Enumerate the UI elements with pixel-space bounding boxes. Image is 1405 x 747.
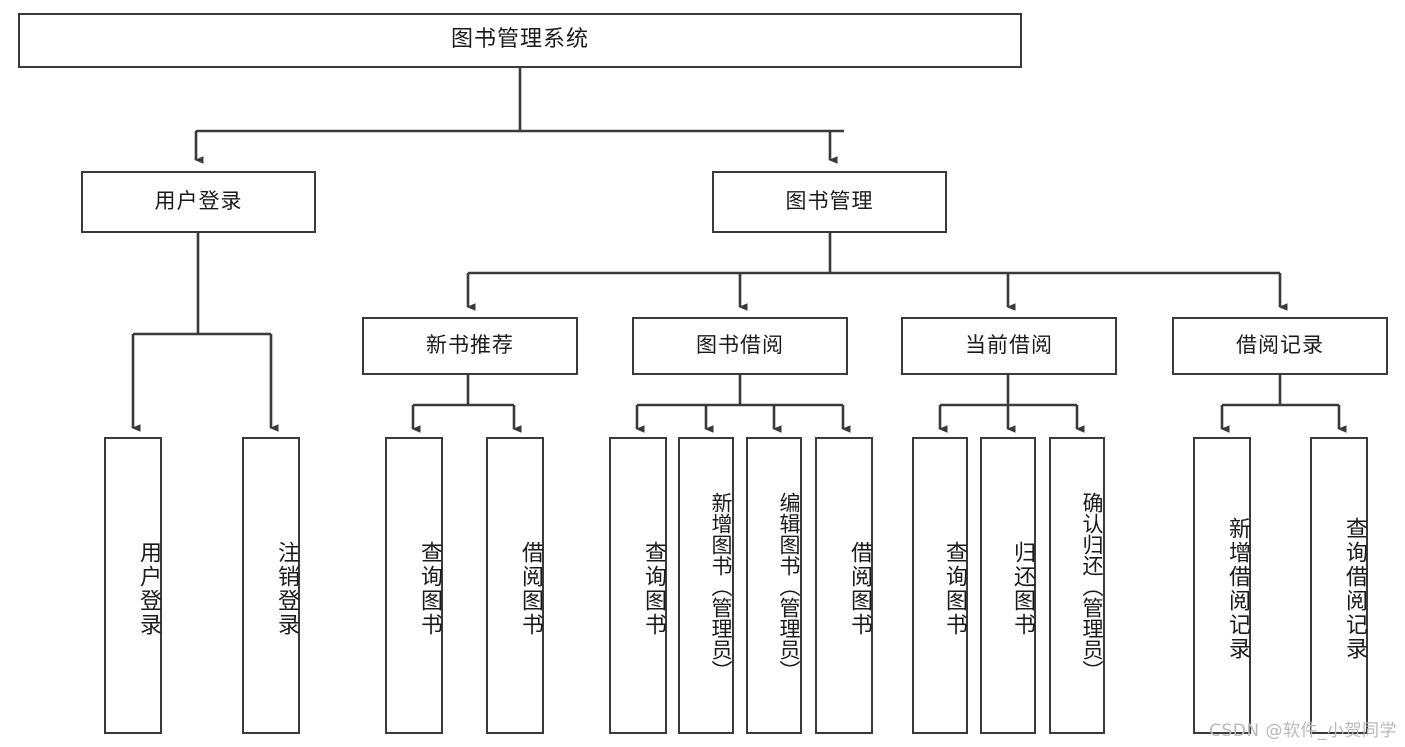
node-leaf-borrow-book-2-label: 借阅图书	[847, 540, 872, 637]
node-leaf-user-login-label: 用户登录	[136, 540, 161, 637]
node-user-login[interactable]: 用户登录	[81, 171, 316, 233]
node-leaf-query-book-2[interactable]: 查询图书	[609, 437, 667, 734]
node-leaf-borrow-book-1[interactable]: 借阅图书	[486, 437, 544, 734]
node-leaf-query-book-2-label: 查询图书	[641, 540, 666, 637]
node-leaf-query-record[interactable]: 查询借阅记录	[1310, 437, 1368, 734]
node-book-manage-label: 图书管理	[785, 189, 874, 214]
node-leaf-confirm-return-label: 确认归还（管理员）	[1080, 492, 1104, 681]
node-book-borrow[interactable]: 图书借阅	[632, 317, 848, 375]
node-borrow-record-label: 借阅记录	[1236, 333, 1324, 358]
node-leaf-borrow-book-1-label: 借阅图书	[518, 540, 543, 637]
node-leaf-add-record[interactable]: 新增借阅记录	[1193, 437, 1251, 734]
node-leaf-edit-book[interactable]: 编辑图书（管理员）	[746, 437, 802, 734]
node-book-borrow-label: 图书借阅	[696, 333, 784, 358]
node-leaf-confirm-return[interactable]: 确认归还（管理员）	[1049, 437, 1105, 734]
node-current-borrow[interactable]: 当前借阅	[901, 317, 1117, 375]
node-new-book-recommend-label: 新书推荐	[426, 333, 514, 358]
node-leaf-add-book-label: 新增图书（管理员）	[709, 492, 733, 681]
node-user-login-label: 用户登录	[154, 189, 243, 214]
node-book-manage[interactable]: 图书管理	[712, 171, 947, 233]
node-leaf-add-book[interactable]: 新增图书（管理员）	[678, 437, 734, 734]
node-borrow-record[interactable]: 借阅记录	[1172, 317, 1388, 375]
node-leaf-query-book-1[interactable]: 查询图书	[385, 437, 443, 734]
node-leaf-edit-book-label: 编辑图书（管理员）	[777, 492, 801, 681]
node-leaf-return-book-label: 归还图书	[1010, 540, 1035, 637]
node-leaf-query-book-3-label: 查询图书	[942, 540, 967, 637]
node-current-borrow-label: 当前借阅	[965, 333, 1053, 358]
node-new-book-recommend[interactable]: 新书推荐	[362, 317, 578, 375]
node-leaf-user-login[interactable]: 用户登录	[104, 437, 162, 734]
node-root[interactable]: 图书管理系统	[18, 13, 1022, 68]
node-leaf-logout-label: 注销登录	[274, 540, 299, 637]
node-leaf-query-book-1-label: 查询图书	[417, 540, 442, 637]
node-leaf-borrow-book-2[interactable]: 借阅图书	[815, 437, 873, 734]
watermark: CSDN @软件_小贺同学	[1209, 721, 1397, 741]
node-leaf-return-book[interactable]: 归还图书	[980, 437, 1036, 734]
node-leaf-query-book-3[interactable]: 查询图书	[912, 437, 968, 734]
node-leaf-query-record-label: 查询借阅记录	[1342, 516, 1367, 661]
node-leaf-add-record-label: 新增借阅记录	[1225, 516, 1250, 661]
node-leaf-logout[interactable]: 注销登录	[242, 437, 300, 734]
node-root-label: 图书管理系统	[450, 27, 589, 53]
